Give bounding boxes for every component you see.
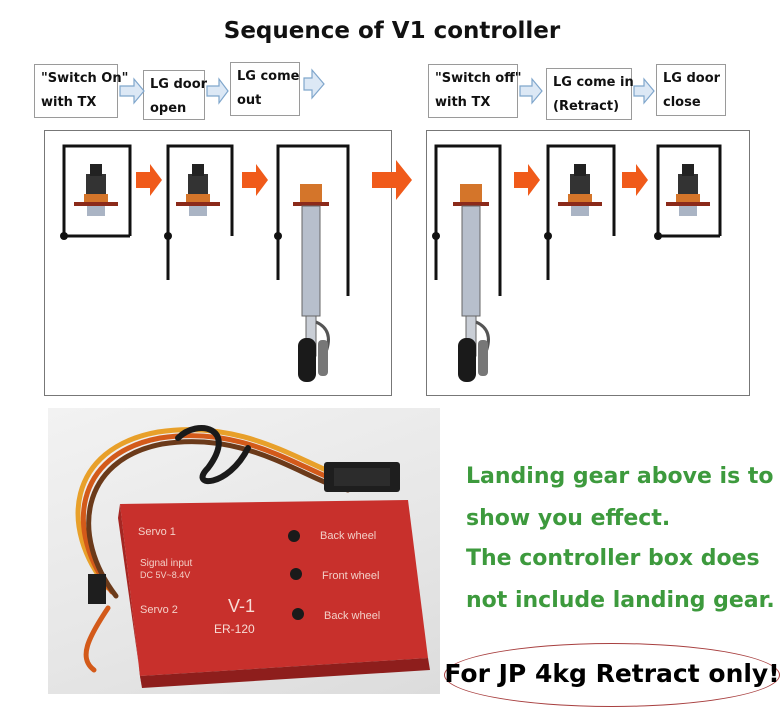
note-retract-only: For JP 4kg Retract only! — [444, 659, 780, 688]
step-come-out-line2: out — [237, 93, 262, 108]
label-signal-input: Signal input — [140, 558, 193, 569]
step-arrow-icon — [519, 77, 543, 105]
label-servo-1: Servo 1 — [138, 526, 176, 538]
step-switch-off-line2: with TX — [435, 95, 491, 110]
step-switch-on: "Switch On" with TX — [34, 64, 129, 118]
label-front-wheel: Front wheel — [322, 570, 380, 582]
gear-bay-closed — [656, 144, 722, 238]
label-back-wheel-bottom: Back wheel — [324, 610, 381, 622]
sequence-arrow-icon — [242, 164, 268, 196]
step-arrow-icon — [206, 77, 229, 105]
note-line-1: Landing gear above is to — [466, 464, 774, 489]
sequence-arrow-icon — [136, 164, 162, 196]
note-line-4: not include landing gear. — [466, 588, 775, 613]
step-arrow-icon — [633, 77, 655, 105]
step-door-open-line2: open — [150, 101, 187, 116]
sequence-arrow-icon — [514, 164, 540, 196]
step-door-close-line1: LG door — [663, 71, 721, 86]
gear-bay-closed — [62, 144, 132, 238]
step-door-close-line2: close — [663, 95, 701, 110]
step-come-out: LG come out — [230, 62, 300, 116]
sequence-arrow-icon — [622, 164, 648, 196]
step-switch-on-line2: with TX — [41, 95, 97, 110]
note-oval — [444, 643, 780, 707]
page-title: Sequence of V1 controller — [223, 18, 561, 44]
gear-bay-gear-out — [276, 144, 350, 296]
label-model: V-1 — [228, 596, 256, 616]
step-arrow-icon — [303, 68, 325, 100]
step-door-open: LG door open — [143, 70, 208, 120]
gear-leg-extended — [453, 184, 490, 382]
label-dc-range: DC 5V~8.4V — [140, 570, 191, 580]
step-door-open-line1: LG door — [150, 77, 208, 92]
sequence-arrow-icon — [372, 160, 412, 200]
note-line-3: The controller box does — [466, 546, 760, 571]
gear-bay-door-open — [166, 144, 234, 280]
landing-gear-illustration — [60, 144, 722, 382]
note-line-2: show you effect. — [466, 506, 671, 531]
step-arrows — [119, 68, 655, 105]
step-switch-on-line1: "Switch On" — [41, 71, 129, 86]
gear-leg-extended — [293, 184, 330, 382]
controller-box-illustration — [75, 425, 430, 688]
step-door-close: LG door close — [656, 64, 726, 116]
gear-bay-gear-out — [434, 144, 502, 296]
step-come-in-line2: (Retract) — [553, 99, 620, 114]
controller-photo: Servo 1 Signal input DC 5V~8.4V Servo 2 … — [48, 408, 440, 694]
label-back-wheel-top: Back wheel — [320, 530, 377, 542]
step-switch-off-line1: "Switch off" — [435, 71, 522, 86]
label-servo-2: Servo 2 — [140, 604, 178, 616]
step-switch-off: "Switch off" with TX — [428, 64, 522, 118]
step-come-out-line1: LG come — [237, 69, 300, 84]
step-come-in: LG come in (Retract) — [546, 68, 634, 120]
gear-bay-gear-in — [546, 144, 616, 280]
step-arrow-icon — [119, 77, 145, 105]
step-come-in-line1: LG come in — [553, 75, 634, 90]
label-model-code: ER-120 — [214, 622, 255, 636]
